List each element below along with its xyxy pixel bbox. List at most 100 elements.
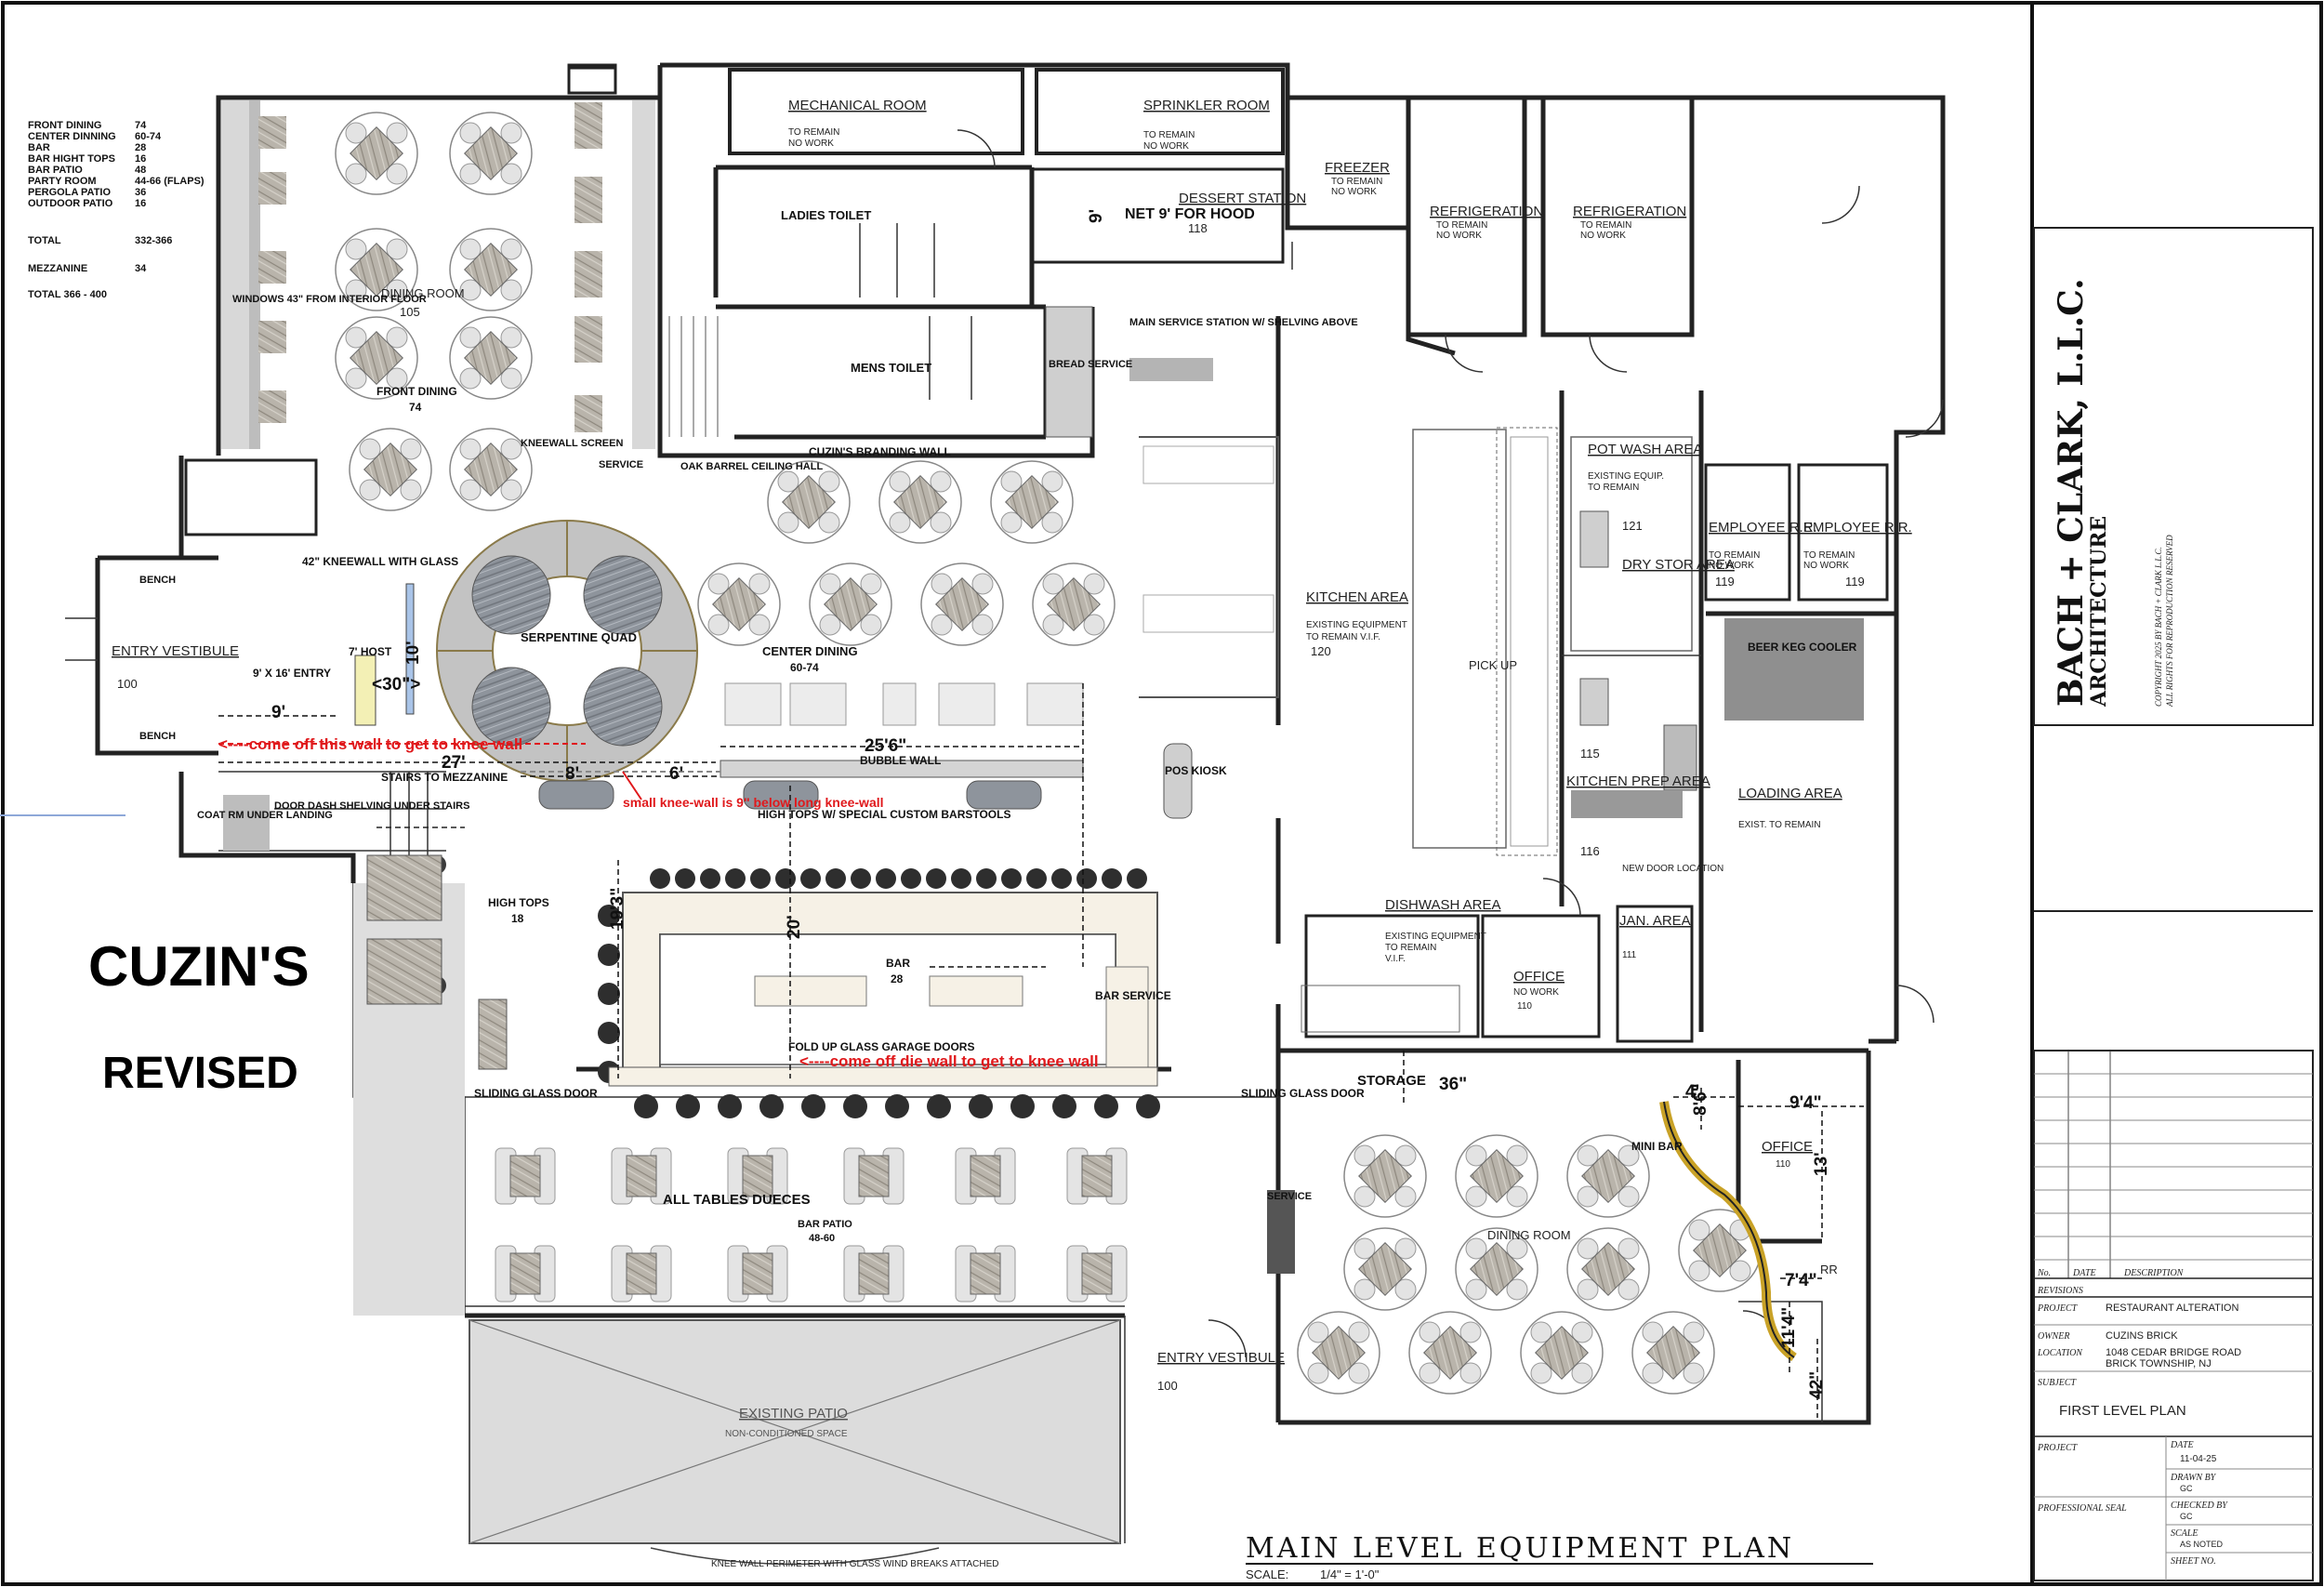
svg-text:MINI BAR: MINI BAR — [1631, 1140, 1683, 1153]
chair — [1394, 1185, 1417, 1208]
mechanical-room-label: MECHANICAL ROOM — [788, 98, 927, 113]
svg-text:GC: GC — [2180, 1484, 2193, 1493]
svg-text:7' HOST: 7' HOST — [349, 645, 392, 658]
svg-text:36": 36" — [1439, 1075, 1467, 1094]
chair — [459, 163, 482, 185]
svg-text:25'6": 25'6" — [865, 736, 906, 756]
high-top-booth-3 — [478, 998, 508, 1070]
stool — [718, 1094, 742, 1118]
svg-text:TO REMAIN: TO REMAIN — [1588, 483, 1639, 493]
svg-text:TO REMAIN: TO REMAIN — [1803, 550, 1855, 561]
svg-text:NO WORK: NO WORK — [1803, 561, 1849, 571]
svg-text:TO REMAIN: TO REMAIN — [1709, 550, 1760, 561]
scale-label: SCALE: — [1246, 1567, 1288, 1581]
main-service-station — [1129, 358, 1213, 381]
svg-text:NET 9' FOR HOOD: NET 9' FOR HOOD — [1125, 206, 1255, 222]
stool — [851, 868, 871, 889]
svg-text:ALL TABLES DUECES: ALL TABLES DUECES — [663, 1192, 811, 1208]
chair — [1348, 1321, 1370, 1343]
chair — [400, 438, 422, 460]
svg-text:19'3": 19'3" — [608, 888, 627, 930]
chair — [1577, 1237, 1599, 1260]
chair — [1618, 1237, 1640, 1260]
stool — [598, 944, 620, 966]
table-top — [1358, 1149, 1412, 1203]
deuce-table — [970, 1155, 1001, 1197]
chair — [386, 238, 408, 260]
windows-bench-strip — [221, 100, 249, 449]
office-2-label: OFFICE — [1762, 1139, 1813, 1155]
entry-vestibule-2-label: ENTRY VESTIBULE — [1157, 1350, 1285, 1366]
refrigeration-2-label: REFRIGERATION — [1573, 204, 1686, 219]
red-note-1: <----come off this wall to get to knee w… — [218, 735, 522, 753]
coat-room — [223, 795, 270, 851]
svg-text:NEW DOOR LOCATION: NEW DOOR LOCATION — [1622, 864, 1723, 874]
entry-vestibule-label: ENTRY VESTIBULE — [112, 643, 239, 659]
chair — [1348, 1362, 1370, 1384]
pot-wash-label: POT WASH AREA — [1588, 442, 1702, 457]
chair — [889, 470, 911, 493]
stool — [598, 1022, 620, 1044]
svg-text:CHECKED BY: CHECKED BY — [2171, 1501, 2228, 1511]
svg-text:119: 119 — [1715, 575, 1735, 589]
chair — [777, 511, 799, 534]
stool — [598, 983, 620, 1005]
stool — [1010, 1094, 1035, 1118]
svg-text:NO WORK: NO WORK — [1580, 231, 1626, 241]
table-top — [824, 577, 878, 631]
table-top — [464, 443, 518, 496]
chair — [1618, 1144, 1640, 1167]
chair — [1729, 1260, 1751, 1282]
table-top — [893, 475, 947, 529]
firm-name: BACH + CLARK, L.L.C. — [2052, 278, 2091, 707]
svg-text:EXIST. TO REMAIN: EXIST. TO REMAIN — [1738, 820, 1821, 830]
kitchen-equipment — [1301, 427, 1697, 1033]
summary-label: PERGOLA PATIO — [28, 187, 111, 198]
chair — [500, 479, 522, 501]
svg-text:42" KNEEWALL WITH GLASS: 42" KNEEWALL WITH GLASS — [302, 555, 458, 568]
svg-text:9': 9' — [271, 703, 285, 722]
chair — [386, 279, 408, 301]
chair — [1618, 1278, 1640, 1301]
svg-text:CUZINS BRICK: CUZINS BRICK — [2106, 1330, 2178, 1342]
chair — [1353, 1144, 1376, 1167]
chair — [1465, 1185, 1487, 1208]
svg-text:11'4": 11'4" — [1779, 1307, 1799, 1348]
table-top — [1470, 1149, 1524, 1203]
service-wall-strip — [632, 100, 655, 449]
chair — [1041, 511, 1063, 534]
chair — [860, 614, 882, 636]
svg-text:POS KIOSK: POS KIOSK — [1165, 764, 1227, 777]
stool — [901, 868, 921, 889]
stool — [969, 1094, 993, 1118]
chair — [1042, 573, 1064, 595]
chair — [1419, 1321, 1441, 1343]
svg-text:42": 42" — [1807, 1371, 1827, 1399]
chair — [459, 122, 482, 144]
svg-text:TO REMAIN: TO REMAIN — [1331, 177, 1382, 187]
chair — [971, 614, 994, 636]
svg-text:110: 110 — [1776, 1159, 1790, 1170]
dining-room-front-label: DINING ROOM — [381, 286, 465, 300]
chair — [1577, 1144, 1599, 1167]
stool — [598, 905, 620, 927]
svg-text:<30">: <30"> — [372, 675, 420, 694]
deuce-table — [970, 1252, 1001, 1295]
table-top — [363, 443, 417, 496]
chair — [819, 614, 841, 636]
chair — [345, 122, 367, 144]
svg-text:116: 116 — [1580, 844, 1600, 858]
stool — [650, 868, 670, 889]
stool — [927, 1094, 951, 1118]
svg-text:BAR PATIO: BAR PATIO — [798, 1219, 852, 1230]
svg-text:9'4": 9'4" — [1789, 1093, 1822, 1113]
svg-text:PROFESSIONAL SEAL: PROFESSIONAL SEAL — [2037, 1503, 2127, 1514]
chair — [1642, 1321, 1664, 1343]
chair — [1688, 1260, 1710, 1282]
stool — [1102, 868, 1122, 889]
dry-stor-label: DRY STOR AREA — [1622, 557, 1735, 573]
svg-text:115: 115 — [1580, 747, 1600, 760]
chair — [1506, 1278, 1528, 1301]
round-tables — [335, 112, 1762, 1395]
